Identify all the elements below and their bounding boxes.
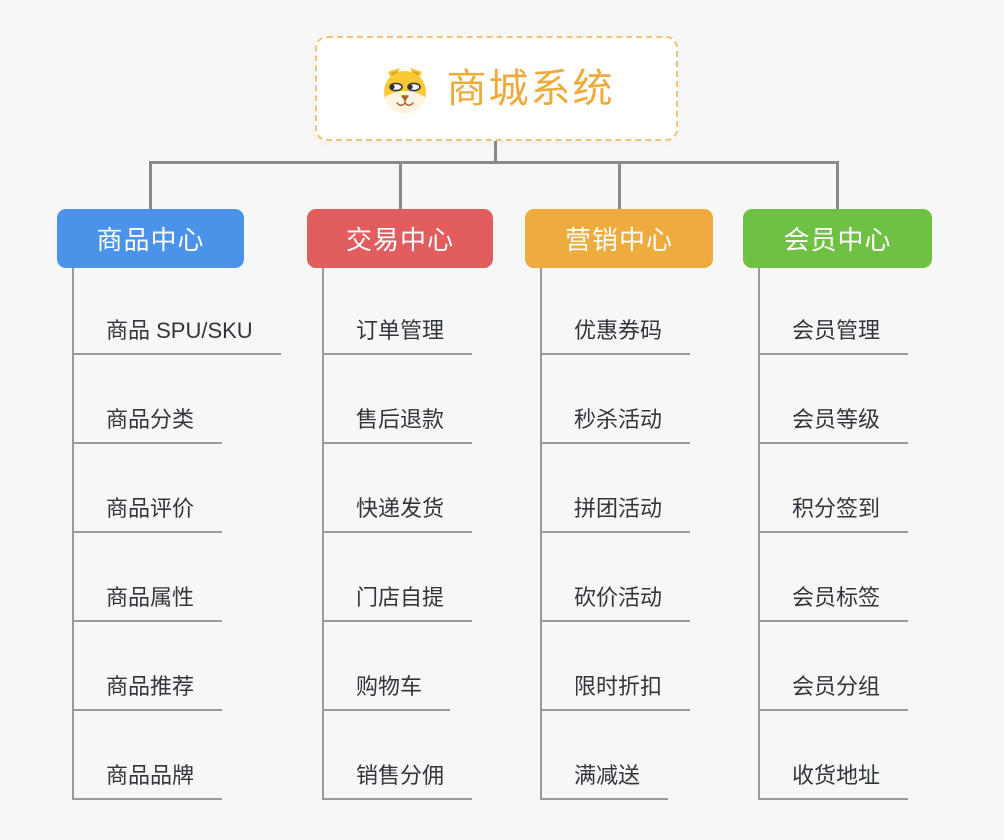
connector-horizontal-rail — [149, 161, 839, 164]
branch-items: 商品 SPU/SKU 商品分类 商品评价 商品属性 商品推荐 商品品牌 — [57, 266, 281, 800]
item-label: 会员等级 — [758, 407, 909, 444]
dog-face-icon — [383, 67, 426, 113]
item-label: 商品推荐 — [72, 674, 223, 711]
mindmap-item[interactable]: 拼团活动 — [525, 444, 713, 533]
item-label: 会员分组 — [758, 674, 909, 711]
mindmap-item[interactable]: 门店自提 — [307, 533, 493, 622]
branch-header-trade-center[interactable]: 交易中心 — [307, 209, 493, 268]
mindmap-item[interactable]: 商品属性 — [57, 533, 244, 622]
branch-header-product-center[interactable]: 商品中心 — [57, 209, 244, 268]
mindmap-item[interactable]: 商品 SPU/SKU — [57, 266, 281, 355]
branch-trade-center: 交易中心 订单管理 售后退款 快递发货 门店自提 购物车 销售分佣 — [307, 209, 493, 800]
item-label: 砍价活动 — [540, 585, 691, 622]
root-title: 商城系统 — [446, 66, 615, 111]
mindmap-item[interactable]: 商品评价 — [57, 444, 244, 533]
mindmap-item[interactable]: 商品品牌 — [57, 711, 244, 800]
item-label: 商品评价 — [72, 496, 223, 533]
branch-product-center: 商品中心 商品 SPU/SKU 商品分类 商品评价 商品属性 商品推荐 商品品牌 — [57, 209, 281, 800]
branch-member-center: 会员中心 会员管理 会员等级 积分签到 会员标签 会员分组 收货地址 — [743, 209, 932, 800]
item-label: 商品属性 — [72, 585, 223, 622]
mindmap-item[interactable]: 购物车 — [307, 622, 493, 711]
branch-items: 订单管理 售后退款 快递发货 门店自提 购物车 销售分佣 — [307, 266, 493, 800]
item-label: 售后退款 — [322, 407, 473, 444]
branch-spine — [758, 268, 760, 800]
mindmap-item[interactable]: 订单管理 — [307, 266, 493, 355]
branch-header-member-center[interactable]: 会员中心 — [743, 209, 932, 268]
item-label: 会员标签 — [758, 585, 909, 622]
item-label: 会员管理 — [758, 318, 909, 355]
item-label: 订单管理 — [322, 318, 473, 355]
mindmap-item[interactable]: 会员标签 — [743, 533, 932, 622]
item-label: 积分签到 — [758, 496, 909, 533]
mindmap-item[interactable]: 会员管理 — [743, 266, 932, 355]
item-label: 快递发货 — [322, 496, 473, 533]
item-label: 秒杀活动 — [540, 407, 691, 444]
mindmap-item[interactable]: 商品分类 — [57, 355, 244, 444]
item-label: 商品品牌 — [72, 763, 223, 800]
item-label: 限时折扣 — [540, 674, 691, 711]
branch-spine — [72, 268, 74, 800]
item-label: 拼团活动 — [540, 496, 691, 533]
mindmap-item[interactable]: 销售分佣 — [307, 711, 493, 800]
mindmap-item[interactable]: 秒杀活动 — [525, 355, 713, 444]
item-label: 收货地址 — [758, 763, 909, 800]
branch-spine — [540, 268, 542, 800]
root-node[interactable]: 商城系统 — [315, 36, 678, 141]
mindmap-item[interactable]: 积分签到 — [743, 444, 932, 533]
mindmap-item[interactable]: 售后退款 — [307, 355, 493, 444]
connector-root-stem — [494, 139, 497, 162]
mindmap-item[interactable]: 快递发货 — [307, 444, 493, 533]
item-label: 商品 SPU/SKU — [72, 318, 281, 355]
branch-header-marketing-center[interactable]: 营销中心 — [525, 209, 713, 268]
mindmap-item[interactable]: 会员等级 — [743, 355, 932, 444]
mindmap-item[interactable]: 商品推荐 — [57, 622, 244, 711]
connector-drop-branch-1 — [149, 161, 152, 210]
item-label: 销售分佣 — [322, 763, 473, 800]
mindmap-item[interactable]: 优惠券码 — [525, 266, 713, 355]
mindmap-item[interactable]: 满减送 — [525, 711, 713, 800]
item-label: 商品分类 — [72, 407, 223, 444]
item-label: 满减送 — [540, 763, 669, 800]
connector-drop-branch-2 — [399, 161, 402, 210]
item-label: 购物车 — [322, 674, 451, 711]
branch-spine — [322, 268, 324, 800]
branch-items: 会员管理 会员等级 积分签到 会员标签 会员分组 收货地址 — [743, 266, 932, 800]
mindmap-item[interactable]: 会员分组 — [743, 622, 932, 711]
mindmap-item[interactable]: 砍价活动 — [525, 533, 713, 622]
connector-drop-branch-3 — [618, 161, 621, 210]
item-label: 优惠券码 — [540, 318, 691, 355]
mindmap-item[interactable]: 收货地址 — [743, 711, 932, 800]
branch-marketing-center: 营销中心 优惠券码 秒杀活动 拼团活动 砍价活动 限时折扣 满减送 — [525, 209, 713, 800]
item-label: 门店自提 — [322, 585, 473, 622]
mindmap-item[interactable]: 限时折扣 — [525, 622, 713, 711]
branch-items: 优惠券码 秒杀活动 拼团活动 砍价活动 限时折扣 满减送 — [525, 266, 713, 800]
connector-drop-branch-4 — [836, 161, 839, 210]
